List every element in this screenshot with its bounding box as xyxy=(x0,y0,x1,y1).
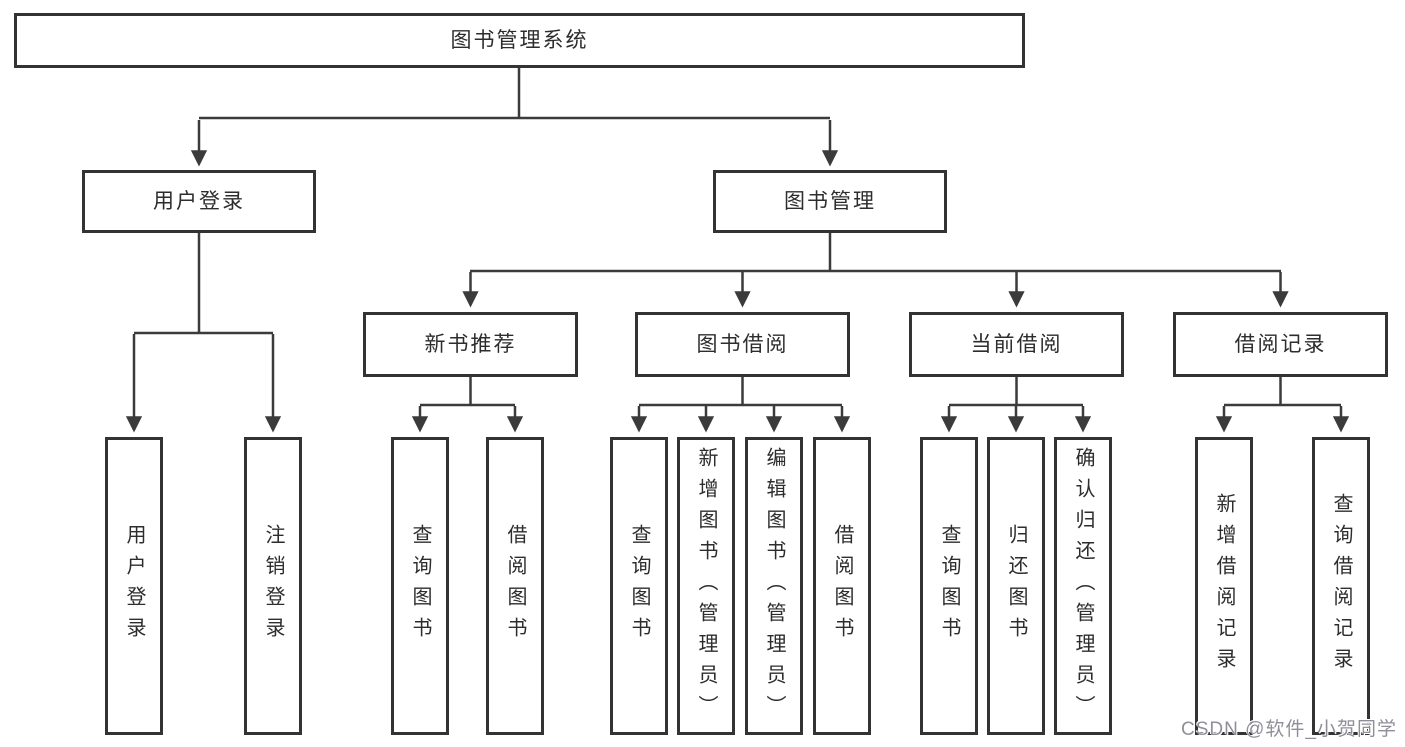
leaf-label: 借阅图书 xyxy=(504,524,526,648)
leaf-query-borrow-record: 查询借阅记录 xyxy=(1312,437,1370,735)
node-new-book-recommendation: 新书推荐 xyxy=(363,312,578,377)
leaf-label: 借阅图书 xyxy=(831,524,853,648)
node-book-borrowing: 图书借阅 xyxy=(635,312,850,377)
csdn-watermark: CSDN @软件_小贺同学 xyxy=(1181,719,1397,740)
leaf-borrow-books-borrowing: 借阅图书 xyxy=(813,437,871,735)
leaf-return-book: 归还图书 xyxy=(987,437,1045,735)
leaf-add-book-admin: 新增图书（管理员） xyxy=(677,437,735,735)
leaf-edit-book-admin: 编辑图书（管理员） xyxy=(745,437,803,735)
leaf-query-books-recommend: 查询图书 xyxy=(391,437,449,735)
leaf-label: 编辑图书（管理员） xyxy=(763,446,785,726)
leaf-add-borrow-record: 新增借阅记录 xyxy=(1195,437,1253,735)
node-book-management: 图书管理 xyxy=(713,170,947,233)
node-user-login: 用户登录 xyxy=(82,170,316,233)
leaf-user-login: 用户登录 xyxy=(105,437,163,735)
node-borrowing-records: 借阅记录 xyxy=(1173,312,1388,377)
leaf-query-books-borrowing: 查询图书 xyxy=(610,437,668,735)
leaf-label: 用户登录 xyxy=(123,524,145,648)
leaf-label: 查询图书 xyxy=(628,524,650,648)
leaf-label: 查询借阅记录 xyxy=(1330,493,1352,679)
node-system-root: 图书管理系统 xyxy=(14,13,1025,68)
leaf-borrow-books-recommend: 借阅图书 xyxy=(486,437,544,735)
leaf-logout: 注销登录 xyxy=(244,437,302,735)
leaf-label: 注销登录 xyxy=(262,524,284,648)
leaf-query-books-current: 查询图书 xyxy=(920,437,978,735)
leaf-label: 查询图书 xyxy=(409,524,431,648)
leaf-label: 新增图书（管理员） xyxy=(695,446,717,726)
leaf-label: 归还图书 xyxy=(1005,524,1027,648)
node-current-borrowing: 当前借阅 xyxy=(909,312,1124,377)
leaf-label: 确认归还（管理员） xyxy=(1072,446,1094,726)
leaf-label: 查询图书 xyxy=(938,524,960,648)
leaf-label: 新增借阅记录 xyxy=(1213,493,1235,679)
leaf-confirm-return-admin: 确认归还（管理员） xyxy=(1054,437,1112,735)
